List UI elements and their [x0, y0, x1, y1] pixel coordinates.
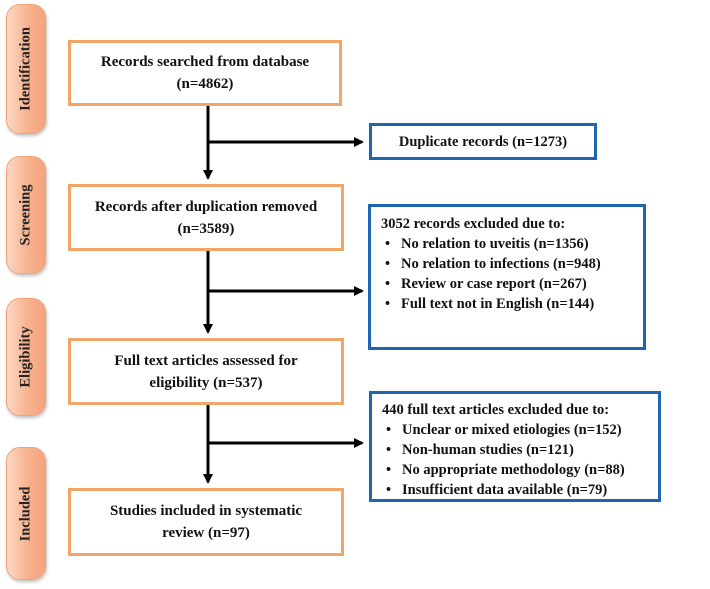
eligibility-excluded-item: No appropriate methodology (n=88) [382, 460, 648, 480]
box-records-searched-line1: Records searched from database [100, 54, 310, 70]
screening-excluded-item: No relation to infections (n=948) [381, 254, 633, 274]
eligibility-excluded-item: Insufficient data available (n=79) [382, 480, 648, 500]
screening-excluded-list: No relation to uveitis (n=1356) No relat… [381, 234, 633, 314]
box-full-text-assessed: Full text articles assessed for eligibil… [68, 338, 344, 405]
stage-eligibility: Eligibility [6, 298, 46, 416]
box-records-searched-line2: (n=4862) [176, 76, 234, 92]
box-after-duplicates-line2: (n=3589) [177, 220, 235, 237]
box-full-text-assessed-line2: eligibility (n=537) [149, 374, 263, 391]
eligibility-excluded-item: Unclear or mixed etiologies (n=152) [382, 420, 648, 440]
stage-included: Included [6, 447, 46, 580]
box-eligibility-excluded: 440 full text articles excluded due to: … [369, 391, 661, 502]
box-studies-included-line1: Studies included in systematic [109, 503, 303, 519]
box-records-searched: Records searched from database (n=4862) [68, 40, 342, 106]
box-studies-included-line2: review (n=97) [162, 525, 250, 541]
eligibility-excluded-item: Non-human studies (n=121) [382, 440, 648, 460]
box-after-duplicates-line1: Records after duplication removed [94, 198, 318, 215]
box-after-duplicates: Records after duplication removed (n=358… [68, 184, 344, 251]
box-studies-included: Studies included in systematic review (n… [68, 488, 344, 556]
box-duplicate-records-title: Duplicate records (n=1273) [398, 133, 568, 150]
screening-excluded-item: Review or case report (n=267) [381, 274, 633, 294]
stage-identification: Identification [6, 4, 46, 134]
screening-excluded-item: Full text not in English (n=144) [381, 294, 633, 314]
box-eligibility-excluded-title: 440 full text articles excluded due to: [382, 402, 610, 418]
screening-excluded-item: No relation to uveitis (n=1356) [381, 234, 633, 254]
stage-screening: Screening [6, 156, 46, 274]
box-full-text-assessed-line1: Full text articles assessed for [114, 352, 298, 369]
box-duplicate-records: Duplicate records (n=1273) [369, 123, 597, 160]
eligibility-excluded-list: Unclear or mixed etiologies (n=152) Non-… [382, 420, 648, 500]
box-screening-excluded: 3052 records excluded due to: No relatio… [368, 204, 646, 350]
box-screening-excluded-title: 3052 records excluded due to: [381, 216, 566, 232]
